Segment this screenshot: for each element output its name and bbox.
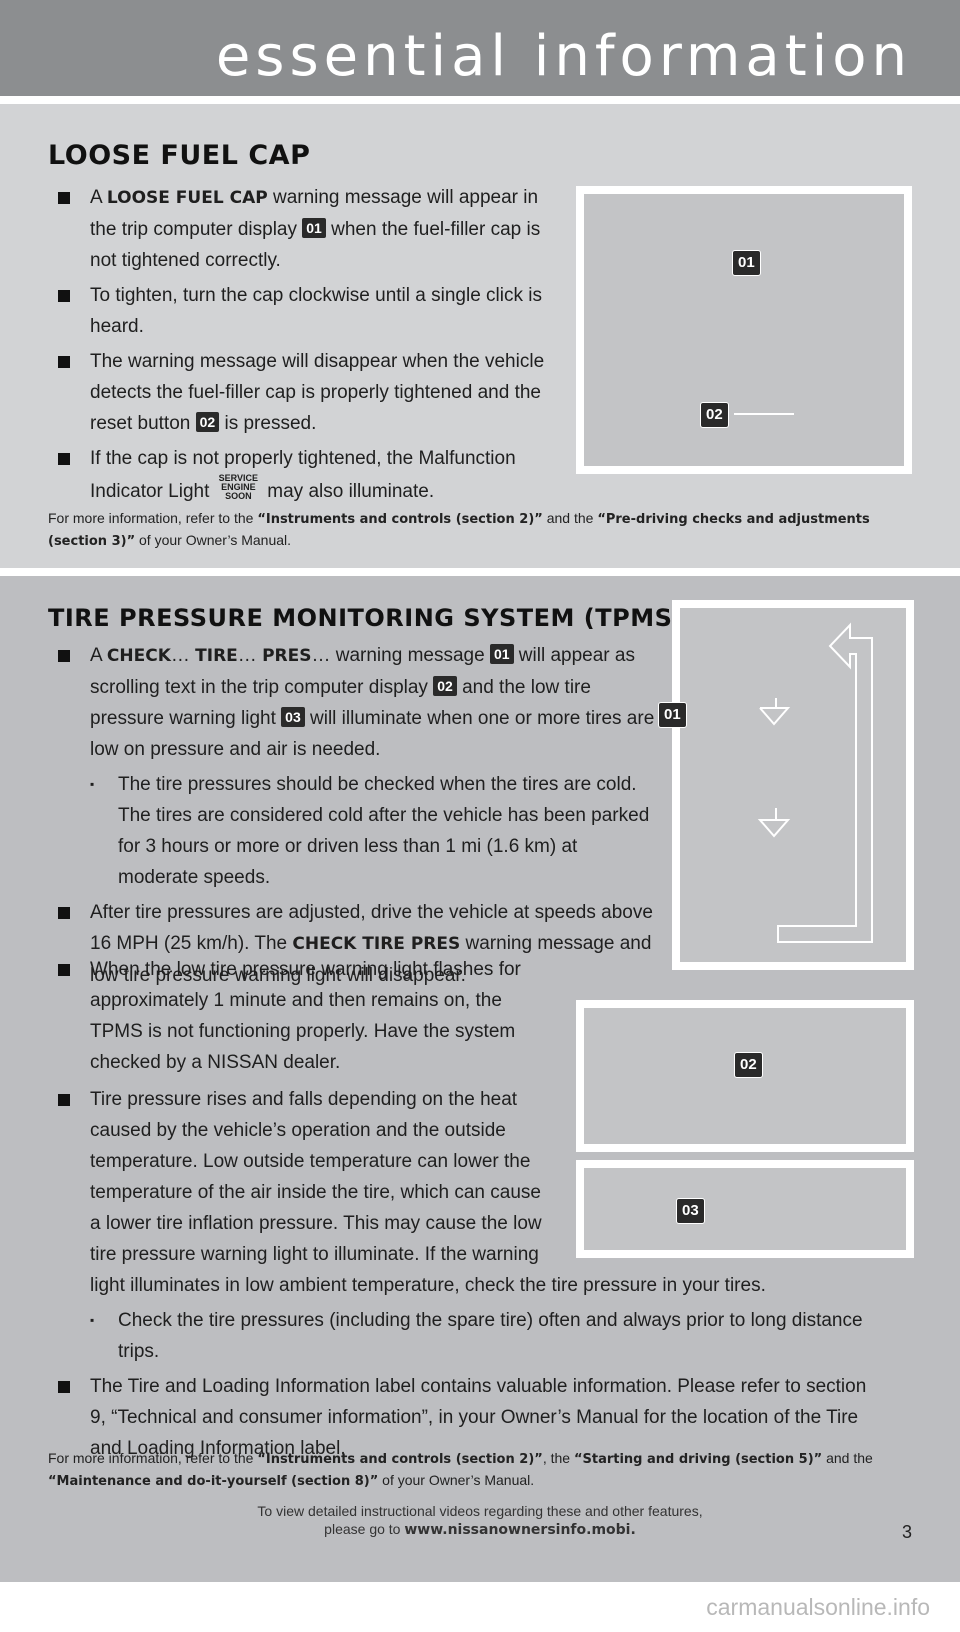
callout-line (734, 413, 794, 415)
page-title: essential information (215, 24, 912, 89)
callout-tag: 02 (734, 1052, 763, 1078)
tpms-section: TIRE PRESSURE MONITORING SYSTEM (TPMS) A… (0, 576, 960, 1582)
callout-tag: 03 (676, 1198, 705, 1224)
footer: To view detailed instructional videos re… (257, 1503, 703, 1538)
trip-computer-image: 01 02 (576, 186, 912, 474)
warning-text: LOOSE FUEL CAP (106, 188, 268, 208)
list-item: A CHECK… TIRE… PRES… warning message 01 … (58, 640, 658, 765)
sub-list-item: Check the tire pressures (including the … (58, 1305, 878, 1367)
section-title: TIRE PRESSURE MONITORING SYSTEM (TPMS) (48, 604, 684, 632)
page-header: essential information (0, 0, 960, 96)
list-item: When the low tire pressure warning light… (58, 954, 544, 1078)
callout-tag: 01 (732, 250, 761, 276)
trip-computer-display-image: 02 (576, 1000, 914, 1152)
callout-tag: 01 (302, 218, 326, 238)
watermark: carmanualsonline.info (706, 1594, 930, 1620)
warning-light-image: 03 (576, 1160, 914, 1258)
bullet-list: A LOOSE FUEL CAP warning message will ap… (58, 182, 558, 511)
callout-tag: 02 (700, 402, 729, 428)
scrolling-text-image: 01 (658, 600, 914, 970)
reference-note: For more information, refer to the “Inst… (48, 1450, 873, 1489)
list-item: The Tire and Loading Information label c… (58, 1371, 878, 1464)
list-item: Tire pressure rises and falls depending … (58, 1084, 878, 1301)
list-item: If the cap is not properly tightened, th… (58, 443, 558, 507)
loose-fuel-cap-section: LOOSE FUEL CAP A LOOSE FUEL CAP warning … (0, 104, 960, 568)
list-item: To tighten, turn the cap clockwise until… (58, 280, 558, 342)
callout-tag: 03 (281, 707, 305, 727)
website-link[interactable]: www.nissanownersinfo.mobi. (404, 1522, 636, 1538)
callout-tag: 01 (658, 702, 687, 728)
scroll-arrow-diagram (757, 622, 873, 943)
bullet-list: Tire pressure rises and falls depending … (58, 1084, 878, 1468)
callout-tag: 02 (433, 676, 457, 696)
warning-text: CHECK TIRE PRES (292, 934, 461, 954)
page-number: 3 (901, 1522, 912, 1542)
section-title: LOOSE FUEL CAP (48, 140, 311, 171)
bullet-list: When the low tire pressure warning light… (58, 954, 544, 1082)
list-item: After tire pressures are adjusted, drive… (58, 897, 658, 991)
bullet-list: A CHECK… TIRE… PRES… warning message 01 … (58, 640, 658, 995)
callout-tag: 02 (195, 412, 220, 432)
callout-tag: 01 (489, 644, 514, 664)
list-item: The warning message will disappear when … (58, 346, 558, 439)
reference-note: For more information, refer to the “Inst… (48, 510, 870, 549)
sub-list-item: The tire pressures should be checked whe… (58, 769, 658, 893)
list-item: A LOOSE FUEL CAP warning message will ap… (58, 182, 558, 276)
